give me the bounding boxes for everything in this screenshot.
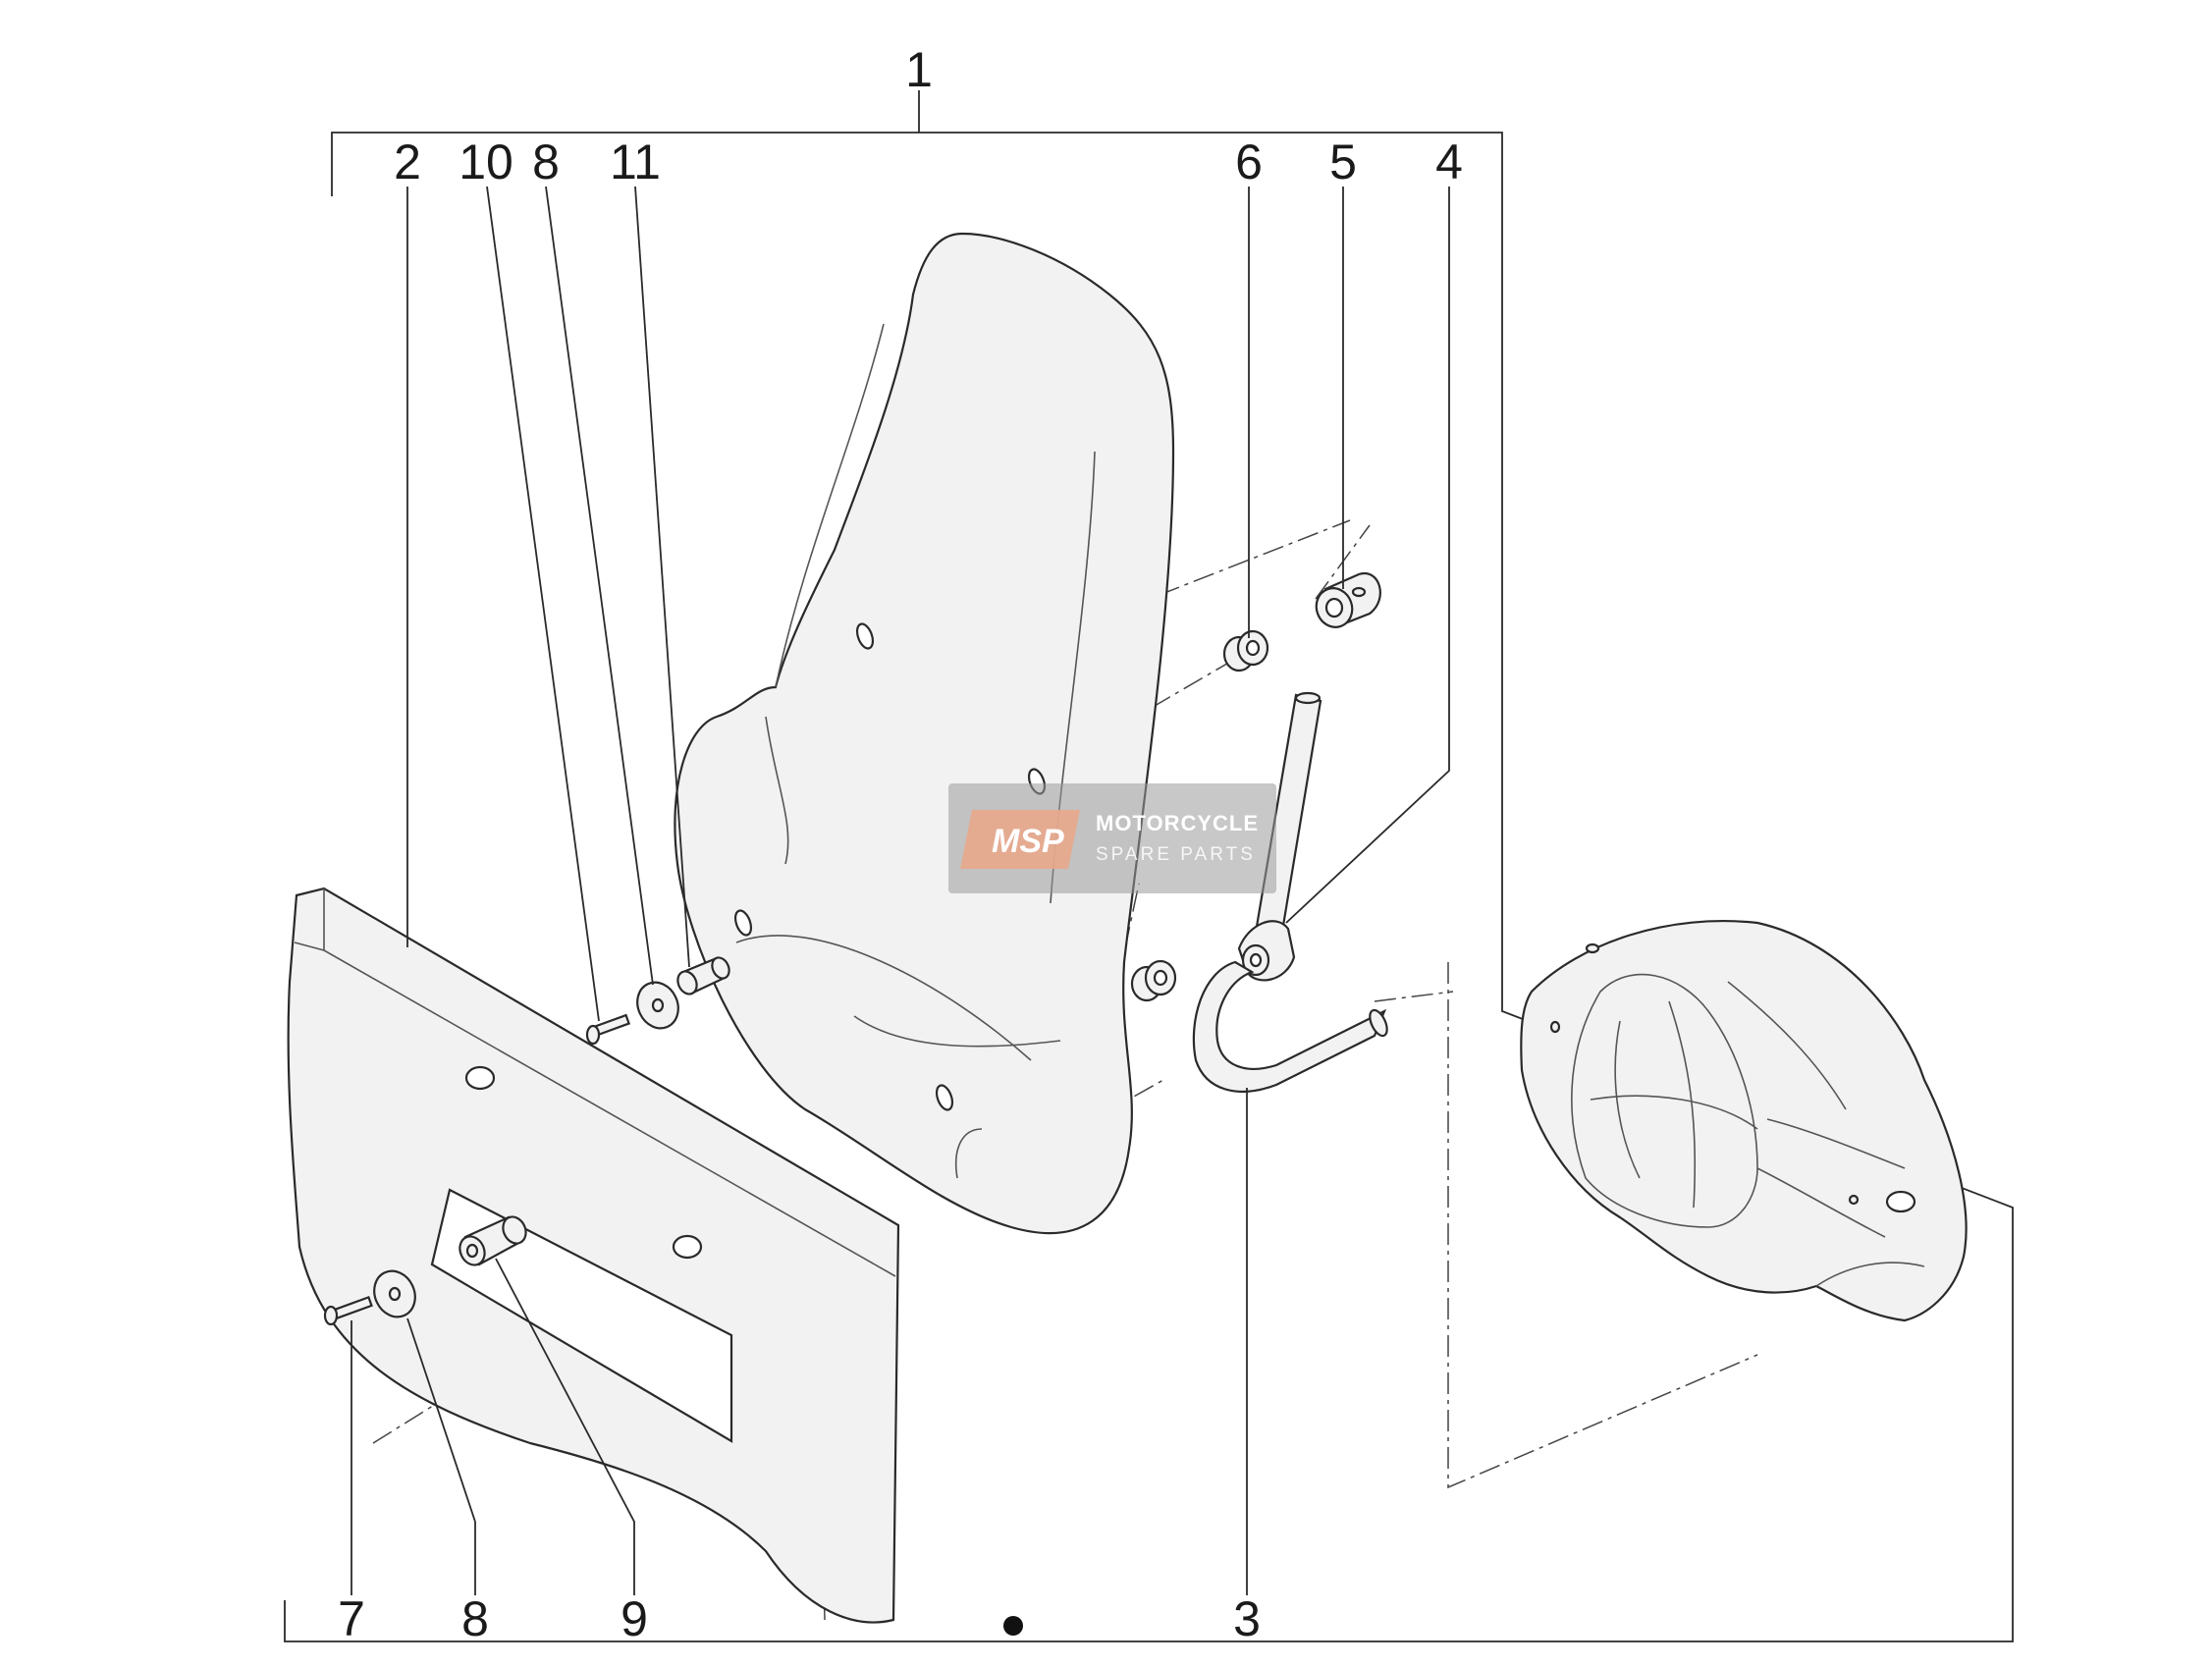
callout-8-lower: 8	[461, 1591, 489, 1646]
bracket-rod-4	[1237, 691, 1322, 982]
washer-8-lower	[373, 1269, 416, 1318]
watermark-logo: MSP	[992, 823, 1064, 860]
spacer-11	[676, 956, 730, 995]
callout-9: 9	[620, 1591, 648, 1646]
marker-dot	[1003, 1616, 1023, 1636]
callout-5: 5	[1329, 134, 1357, 189]
windscreen	[674, 232, 1175, 1235]
screw-7	[323, 1295, 373, 1326]
clamp-5	[1315, 571, 1381, 628]
watermark-line1: MOTORCYCLE	[1096, 811, 1259, 835]
washer-8-upper	[636, 981, 679, 1030]
handlebar-cover	[1520, 919, 1968, 1322]
watermark-line2: SPARE PARTS	[1096, 844, 1256, 865]
callout-8-upper: 8	[532, 134, 560, 189]
grommet-6-lower	[1130, 959, 1177, 1002]
leader-lines	[351, 186, 1450, 1636]
grommet-6-upper	[1222, 629, 1269, 672]
bent-tube-3	[1192, 960, 1388, 1093]
watermark-logo-badge	[960, 810, 1080, 869]
callout-labels: 1 2 10 8 11 6 5 4 7 8 9 3	[338, 42, 1463, 1646]
callout-6: 6	[1235, 134, 1263, 189]
callout-10: 10	[459, 134, 513, 189]
screw-10	[585, 1013, 631, 1046]
spacer-9	[459, 1215, 527, 1266]
callout-2: 2	[394, 134, 421, 189]
callout-11: 11	[610, 134, 661, 189]
callout-4: 4	[1435, 134, 1463, 189]
front-shield-panel	[287, 887, 900, 1624]
watermark: MSP MOTORCYCLE SPARE PARTS	[948, 783, 1276, 893]
callout-1: 1	[905, 42, 933, 97]
hardware	[323, 571, 1388, 1326]
callout-7: 7	[338, 1591, 365, 1646]
callout-3: 3	[1233, 1591, 1261, 1646]
